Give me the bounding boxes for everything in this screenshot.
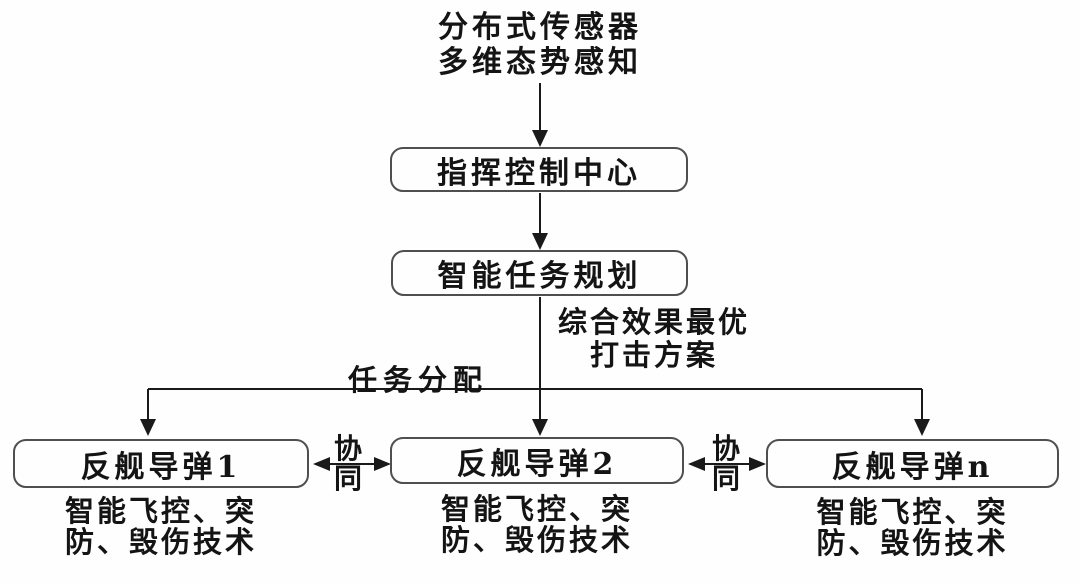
node-missile-2-label: 反舰导弹2 xyxy=(456,446,618,482)
strike-plan-label: 综合效果最优 打击方案 xyxy=(540,306,768,372)
node-missile-1: 反舰导弹1 xyxy=(13,439,309,488)
sensors-label-line1: 分布式传感器 xyxy=(438,10,642,45)
node-missile-n: 反舰导弹n xyxy=(766,439,1059,488)
coordination-label-right-char2: 同 xyxy=(711,462,740,495)
node-command-center: 指挥控制中心 xyxy=(390,147,688,192)
missile-1-caption-line2: 防、毁伤技术 xyxy=(64,525,257,559)
missile-1-caption: 智能飞控、突 防、毁伤技术 xyxy=(13,496,309,558)
sensors-label-line2: 多维态势感知 xyxy=(438,45,642,80)
missile-1-caption-line1: 智能飞控、突 xyxy=(64,494,257,528)
node-command-center-label: 指挥控制中心 xyxy=(437,155,641,191)
node-mission-planning: 智能任务规划 xyxy=(391,250,688,296)
missile-n-caption-line2: 防、毁伤技术 xyxy=(816,526,1009,560)
coordination-label-left-char1: 协 xyxy=(333,432,362,465)
missile-n-caption: 智能飞控、突 防、毁伤技术 xyxy=(766,497,1059,559)
arrowhead-down-icon xyxy=(532,419,548,436)
coordination-label-right-char1: 协 xyxy=(711,432,740,465)
arrowhead-right-icon xyxy=(374,457,391,471)
coordination-label-left-char2: 同 xyxy=(333,462,362,495)
missile-n-caption-line1: 智能飞控、突 xyxy=(816,495,1009,529)
strike-plan-label-line2: 打击方案 xyxy=(589,338,718,372)
arrowhead-down-icon xyxy=(532,130,548,147)
arrowhead-left-icon xyxy=(313,457,330,471)
missile-2-caption: 智能飞控、突 防、毁伤技术 xyxy=(390,494,684,556)
coordination-label-left: 协 同 xyxy=(328,434,368,494)
sensors-label: 分布式传感器 多维态势感知 xyxy=(390,10,690,80)
coordination-label-right: 协 同 xyxy=(706,434,746,494)
arrowhead-down-icon xyxy=(532,233,548,250)
arrowhead-down-icon xyxy=(914,419,930,436)
missile-2-caption-line1: 智能飞控、突 xyxy=(440,492,633,526)
node-missile-n-label: 反舰导弹n xyxy=(831,449,994,485)
node-missile-2: 反舰导弹2 xyxy=(390,437,684,484)
arrowhead-left-icon xyxy=(688,457,705,471)
strike-plan-label-line1: 综合效果最优 xyxy=(557,305,750,339)
arrowhead-right-icon xyxy=(749,457,766,471)
missile-2-caption-line2: 防、毁伤技术 xyxy=(440,523,633,557)
node-missile-1-label: 反舰导弹1 xyxy=(80,449,242,485)
task-allocation-label: 任务分配 xyxy=(347,363,488,397)
arrowhead-down-icon xyxy=(140,419,156,436)
node-mission-planning-label: 智能任务规划 xyxy=(437,259,642,294)
